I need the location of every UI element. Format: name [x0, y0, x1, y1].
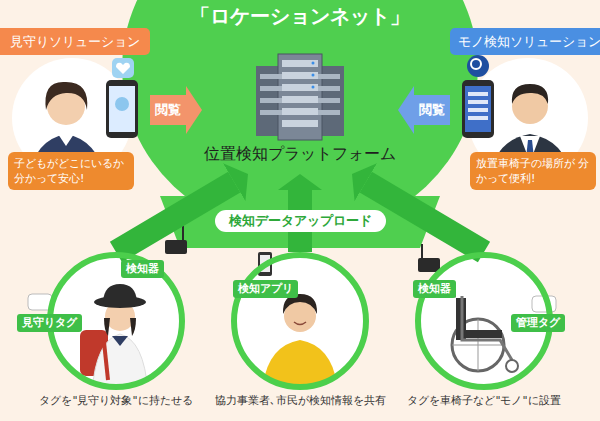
tag-badge: 管理タグ: [511, 314, 565, 332]
circle-caption: 協力事業者､市民が検知情報を共有: [215, 394, 386, 408]
server-icon: [282, 108, 318, 115]
server-icon: [312, 74, 315, 77]
server-icon: [260, 110, 282, 115]
server-icon: [312, 62, 315, 65]
wheelchair-photo: [462, 330, 502, 338]
businessman-photo: [468, 108, 488, 112]
server-icon: [278, 54, 322, 140]
server-icon: [318, 74, 340, 79]
view-arrow: [414, 95, 450, 125]
badge-label: 見守りタグ: [22, 316, 77, 330]
businessman-photo: [512, 84, 548, 104]
mother-photo: [115, 97, 129, 111]
server-icon: [282, 60, 318, 67]
detector-device: [165, 240, 187, 254]
girl-photo: [104, 318, 110, 336]
solution-tab: 見守りソリューション: [0, 28, 150, 55]
server-icon: [312, 86, 315, 89]
mother-photo: [45, 82, 87, 110]
businessman-photo: [468, 92, 488, 96]
businessman-photo: [468, 116, 488, 120]
speech-bubble: 子どもがどこにいるか 分かって安心!: [8, 152, 134, 190]
detector-device: [182, 226, 184, 240]
wheelchair-photo: [478, 319, 479, 371]
server-icon: [282, 96, 318, 103]
mother-photo: [109, 86, 135, 132]
server-icon: [256, 54, 344, 140]
mother-photo: [58, 134, 74, 146]
circle-caption: タグを車椅子など"モノ"に設置: [407, 394, 560, 408]
circle-outline: [234, 255, 366, 387]
tag-badge: 見守りタグ: [17, 314, 82, 332]
platform-label: 位置検知プラットフォーム: [204, 144, 396, 164]
girl-photo: [112, 336, 128, 346]
server-icon: [318, 110, 340, 115]
viewer-panel: 見守りソリューション子どもがどこにいるか 分かって安心!: [0, 28, 150, 198]
businessman-photo: [467, 55, 489, 77]
server-icon: [318, 86, 340, 91]
edge-label: 閲覧: [153, 101, 183, 119]
detector-device: [418, 244, 440, 272]
badge-label: 検知器: [418, 282, 451, 296]
photo-circle: 協力事業者､市民が検知情報を共有検知アプリ: [231, 252, 369, 390]
woman-photo: [294, 322, 306, 325]
mother-photo: [112, 58, 134, 78]
businessman-photo: [465, 86, 491, 132]
solution-tab: モノ検知ソリューション: [450, 28, 600, 55]
detector-badge: 検知器: [121, 260, 164, 278]
woman-photo: [262, 294, 338, 392]
server-icon: [260, 86, 282, 91]
circle-outline: [231, 252, 369, 390]
diagram-title: 「ロケーションネット」: [0, 4, 600, 28]
app-badge: 検知アプリ: [233, 280, 298, 298]
badge-label: 管理タグ: [516, 316, 560, 330]
wheelchair-photo: [506, 360, 518, 372]
mother-photo: [116, 63, 130, 74]
speech-bubble: 放置車椅子の場所が 分かって便利!: [470, 152, 596, 190]
circle-caption: タグを"見守り対象"に持たせる: [39, 394, 192, 408]
mother-photo: [106, 80, 138, 138]
server-icon: [282, 72, 318, 79]
detector-badge: 検知器: [413, 280, 456, 298]
server-icon: [282, 84, 318, 91]
viewer-panel: モノ検知ソリューション放置車椅子の場所が 分かって便利!: [450, 28, 600, 198]
server-icon: [318, 98, 340, 103]
girl-photo: [80, 284, 148, 392]
detector-device: [421, 244, 423, 258]
badge-label: 検知アプリ: [238, 282, 293, 296]
view-arrow: [150, 95, 186, 125]
edge-label: 検知データアップロード: [215, 210, 386, 232]
photo-circle: タグを"見守り対象"に持たせる見守りタグ検知器: [47, 252, 185, 390]
girl-photo: [103, 284, 137, 302]
businessman-photo: [462, 80, 494, 138]
badge-label: 検知器: [126, 262, 159, 276]
girl-photo: [130, 318, 136, 336]
edge-label: 閲覧: [417, 101, 447, 119]
girl-photo: [104, 342, 108, 380]
platform-node: 位置検知プラットフォーム: [202, 48, 398, 174]
server-icon: [260, 74, 282, 79]
photo-circle: タグを車椅子など"モノ"に設置検知器管理タグ: [415, 252, 553, 390]
server-icon: [260, 98, 282, 103]
businessman-photo: [468, 100, 488, 104]
businessman-photo: [471, 59, 481, 69]
wheelchair-photo: [462, 296, 512, 360]
detector-device: [418, 258, 440, 272]
server-icon: [282, 120, 318, 127]
